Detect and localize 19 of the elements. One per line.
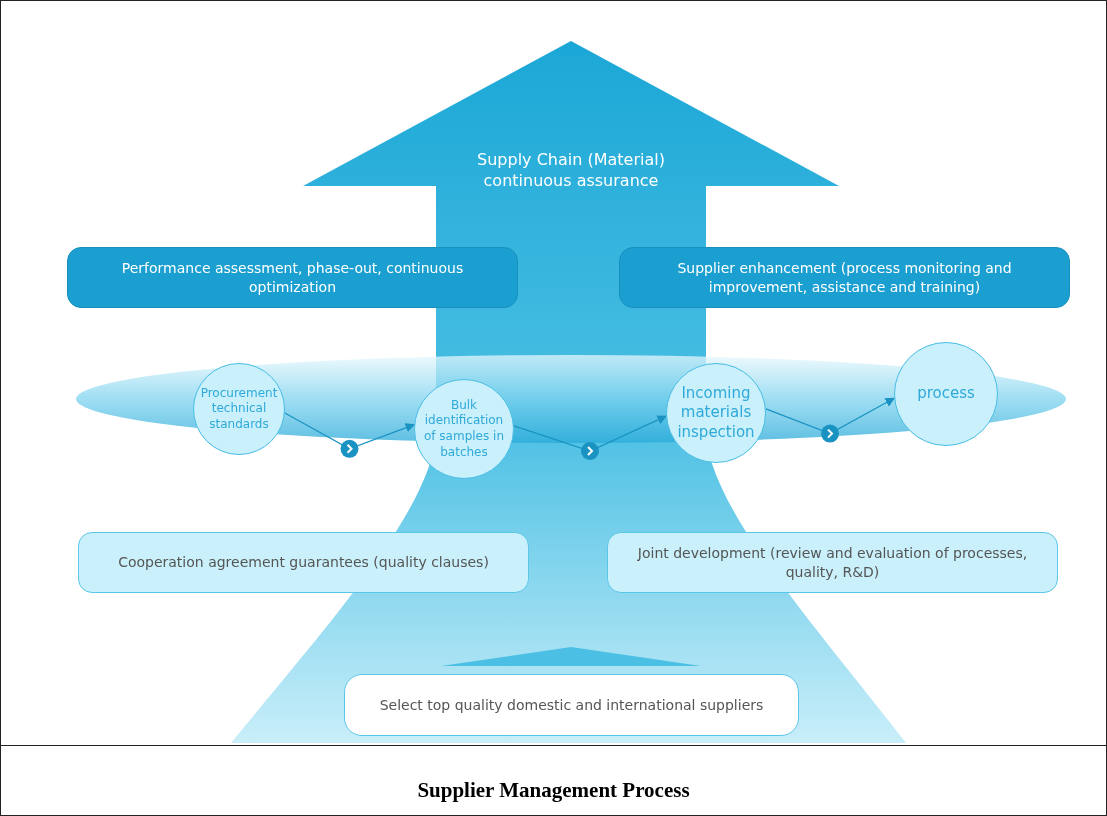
node-text: Bulk identification of samples in batches — [423, 397, 505, 461]
process-box — [67, 247, 518, 308]
chevron-arrow — [765, 397, 895, 443]
arrow-title: Supply Chain (Material) continuous assurance — [476, 150, 666, 192]
process-box — [619, 247, 1070, 308]
process-box — [607, 532, 1058, 593]
caption: Supplier Management Process — [416, 778, 691, 803]
node-text: Joint development (review and evaluation of processes, quality, R&D) — [636, 544, 1029, 581]
process-box — [78, 532, 529, 593]
node-text: Incoming materials inspection — [676, 383, 756, 443]
node-text: Procurement technical standards — [199, 385, 279, 433]
node-text: Performance assessment, phase-out, continuous optimization — [120, 259, 465, 296]
chevron-arrow — [513, 415, 667, 460]
node-text: process — [917, 384, 975, 404]
node-text: Select top quality domestic and international suppliers — [379, 695, 764, 715]
node-text: Supplier enhancement (process monitoring and improvement, assistance and training) — [676, 259, 1013, 296]
node-text: Cooperation agreement guarantees (quality clauses) — [118, 553, 489, 572]
chevron-arrow — [284, 412, 415, 458]
process-box — [344, 674, 799, 736]
